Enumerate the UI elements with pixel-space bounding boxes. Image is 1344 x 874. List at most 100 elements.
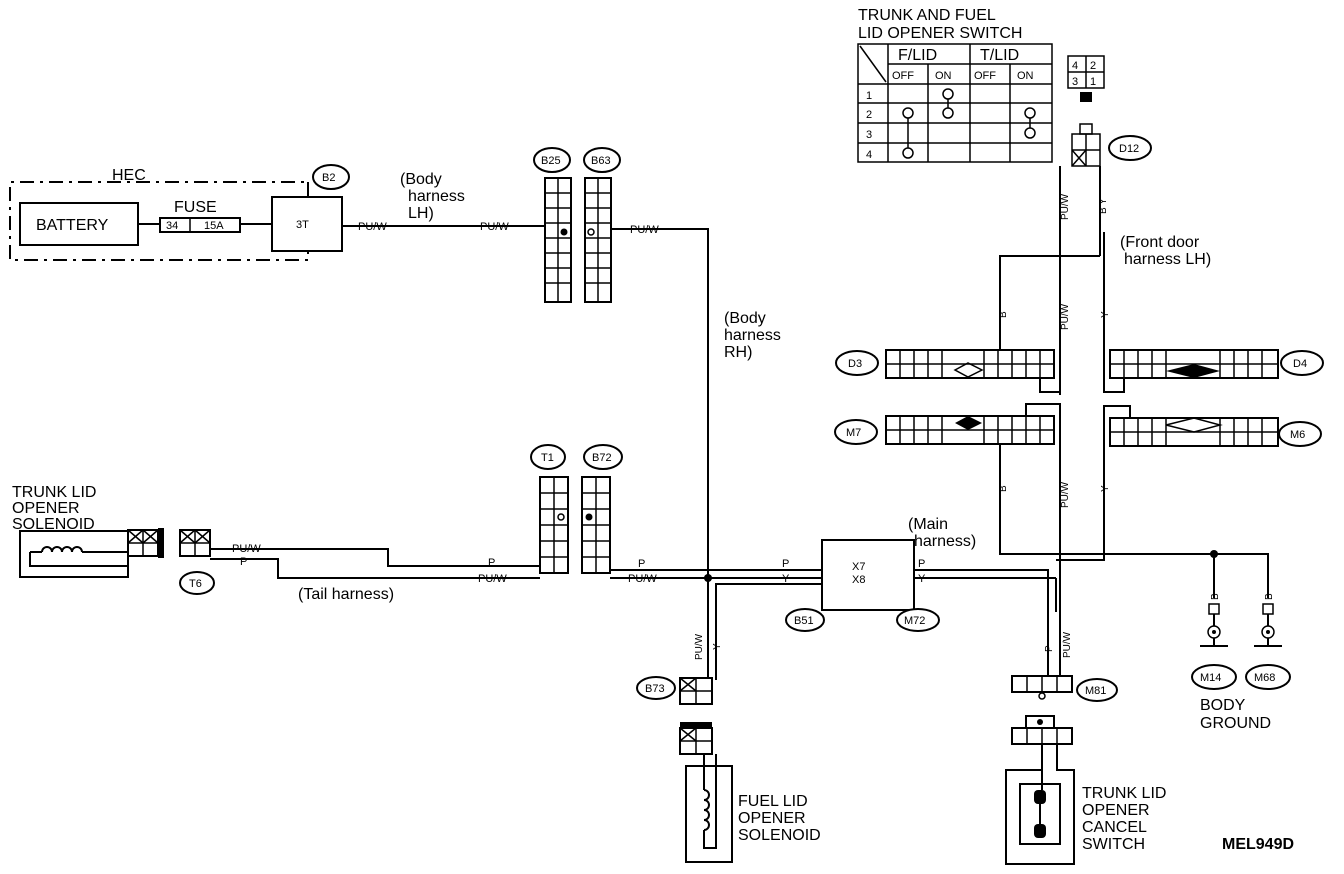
fuel-sol-3: SOLENOID [738, 827, 821, 844]
front-door-1: (Front door [1120, 234, 1200, 251]
connector-b63-label: B63 [591, 155, 611, 167]
cancel-1: TRUNK LID [1082, 785, 1166, 802]
connector-m81-label: M81 [1085, 685, 1106, 697]
connector-d4: D4 [1103, 349, 1324, 393]
wire-d12-puw: PU/W [1060, 193, 1071, 220]
connector-t1-label: T1 [541, 452, 554, 464]
trunk-sol-2: OPENER [12, 500, 80, 517]
cancel-4: SWITCH [1082, 836, 1145, 853]
trunk-sol-1: TRUNK LID [12, 484, 96, 501]
wire-t6-puw: PU/W [232, 543, 261, 555]
wire-x7: X7 [852, 561, 865, 573]
battery-box [19, 202, 139, 246]
connector-b51-m72: X7 X8 B51 M72 [785, 539, 940, 632]
connector-m68-label: M68 [1254, 672, 1275, 684]
lock-tab [1080, 92, 1092, 102]
wire-main-b: B [998, 485, 1009, 492]
wire-b73-y: Y [712, 643, 723, 650]
ground-label-1: BODY [1200, 697, 1246, 714]
wire-main-puw: PU/W [1060, 481, 1071, 508]
connector-t6-label: T6 [189, 578, 202, 590]
switch-title-2: LID OPENER SWITCH [858, 25, 1022, 42]
wire-t6-p: P [240, 556, 247, 568]
connector-m14-label: M14 [1200, 672, 1221, 684]
connector-b72-label: B72 [592, 452, 612, 464]
junction-dot [1210, 550, 1218, 558]
wire-tail-puw: PU/W [478, 573, 507, 585]
contact-dot [942, 107, 954, 119]
main-harness-1: (Main [908, 516, 948, 533]
connector-m7-label: M7 [846, 427, 861, 439]
wire-b72-puw: PU/W [628, 573, 657, 585]
fuse-rating: 15A [204, 220, 224, 232]
contact-dot [1024, 107, 1036, 119]
contact-dot [902, 107, 914, 119]
connector-d4-label: D4 [1293, 358, 1307, 370]
connector-t6: T6 [179, 529, 215, 595]
row-1: 1 [866, 90, 872, 102]
col-group-flid: F/LID [898, 47, 937, 64]
connector-d3: D3 [835, 349, 1060, 393]
col-flid-off: OFF [892, 70, 914, 82]
wire-m14-b: B [1210, 593, 1221, 600]
fuel-sol-1: FUEL LID [738, 793, 808, 810]
body-rh-2: harness [724, 327, 781, 344]
contact-dot [1024, 127, 1036, 139]
connector-b25-b63: B25 B63 [533, 147, 621, 303]
body-lh-3: LH) [408, 205, 434, 222]
row-3: 3 [866, 129, 872, 141]
trunk-sol-frame [19, 530, 129, 578]
fuse-label: FUSE [174, 199, 217, 216]
wire-b51-y: Y [782, 573, 790, 585]
wire-m81-p: P [1044, 645, 1055, 652]
connector-b2-label: B2 [322, 172, 335, 184]
wire-x8: X8 [852, 574, 865, 586]
col-group-tlid: T/LID [980, 47, 1019, 64]
pin-3: 3 [1072, 76, 1078, 88]
switch-table: TRUNK AND FUEL LID OPENER SWITCH F/LID T… [857, 7, 1053, 163]
fuel-sol-2: OPENER [738, 810, 806, 827]
fuse-block-box [271, 196, 343, 252]
pin-4: 4 [1072, 60, 1078, 72]
connector-m6: M6 [1103, 405, 1322, 510]
hec-label: HEC [112, 167, 146, 184]
connector-d3-label: D3 [848, 358, 862, 370]
connector-d12: D12 [1071, 123, 1152, 167]
contact-dot [942, 88, 954, 100]
body-rh-1: (Body [724, 310, 766, 327]
col-tlid-on: ON [1017, 70, 1034, 82]
fuse-number: 34 [166, 220, 178, 232]
hec-block: HEC BATTERY FUSE 34 15A 3T B2 [9, 164, 350, 261]
trunk-sol-3: SOLENOID [12, 516, 95, 533]
pin-layout-grid: 4 2 3 1 [1067, 55, 1105, 102]
contact-dot [902, 147, 914, 159]
main-harness-2: harness) [914, 533, 976, 550]
connector-b73-label: B73 [645, 683, 665, 695]
body-ground: B B M14 M68 BODY GROUND [1191, 593, 1291, 732]
col-tlid-off: OFF [974, 70, 996, 82]
wire-door-b: B [998, 311, 1009, 318]
connector-b25-label: B25 [541, 155, 561, 167]
wire-b73-puw: PU/W [694, 633, 705, 660]
wire-m72-p: P [918, 558, 925, 570]
ground-label-2: GROUND [1200, 715, 1271, 732]
figure-code: MEL949D [1222, 836, 1294, 853]
body-rh-3: RH) [724, 344, 752, 361]
body-lh-2: harness [408, 188, 465, 205]
pin-1: 1 [1090, 76, 1096, 88]
connector-b51-label: B51 [794, 615, 814, 627]
trunk-lid-solenoid: TRUNK LID OPENER SOLENOID [12, 484, 164, 578]
connector-m7: M7 [834, 403, 1061, 548]
wire-d12-by: B Y [1098, 198, 1109, 214]
tail-harness-label: (Tail harness) [298, 586, 394, 603]
wire-lh-puw: PU/W [480, 221, 509, 233]
fuse-block-pin: 3T [296, 219, 309, 231]
connector-m6-label: M6 [1290, 429, 1305, 441]
cancel-2: OPENER [1082, 802, 1150, 819]
wire-door-puw: PU/W [1060, 303, 1071, 330]
switch-title-1: TRUNK AND FUEL [858, 7, 996, 24]
battery-label: BATTERY [36, 217, 109, 234]
wire-tail-p: P [488, 557, 495, 569]
connector-d12-label: D12 [1119, 143, 1139, 155]
